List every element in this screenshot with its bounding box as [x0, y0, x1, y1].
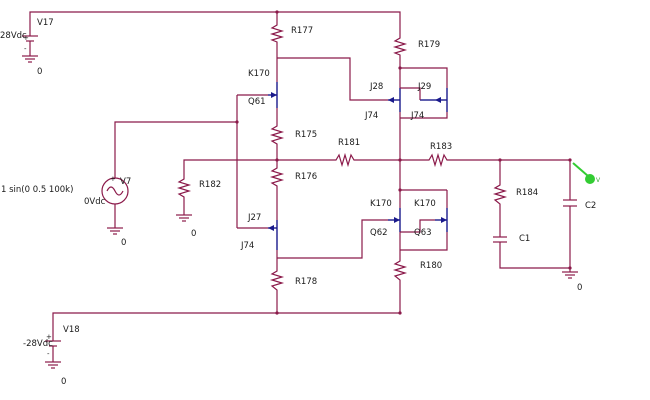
resistor-r177 — [269, 22, 285, 45]
label-j29-model: J74 — [410, 111, 424, 121]
resistor-r184 — [492, 182, 508, 208]
source-v17: + - — [22, 28, 38, 56]
wires — [29, 11, 571, 332]
svg-text:-: - — [47, 350, 50, 358]
label-gnd-v18: 0 — [61, 377, 66, 387]
transistor-q63 — [400, 208, 448, 233]
svg-text:+: + — [110, 175, 116, 183]
label-r182: R182 — [199, 180, 221, 190]
label-r176: R176 — [295, 172, 317, 182]
label-v7-name: V7 — [120, 177, 131, 187]
label-v7-spec: 1 sin(0 0.5 100k) — [1, 185, 73, 195]
ground-output — [562, 271, 578, 279]
source-v18: + - — [45, 332, 61, 362]
label-q61-ref: Q61 — [248, 97, 266, 107]
source-v7: + — [101, 172, 129, 205]
ground-v18 — [45, 361, 61, 369]
wire-negative-rail — [52, 285, 401, 332]
label-j27-model: J74 — [240, 241, 254, 251]
junctions — [235, 10, 572, 315]
transistor-q62 — [388, 208, 401, 232]
label-gnd-v7: 0 — [121, 238, 126, 248]
capacitor-c1 — [493, 232, 507, 248]
label-c2: C2 — [585, 201, 596, 211]
label-gnd-output: 0 — [577, 283, 582, 293]
label-j27-ref: J27 — [247, 213, 261, 223]
resistor-r181 — [332, 152, 360, 168]
label-r179: R179 — [418, 40, 440, 50]
resistor-r182 — [176, 176, 192, 200]
ground-r182 — [176, 214, 192, 222]
transistor-j27 — [268, 220, 278, 250]
svg-text:+: + — [23, 34, 29, 42]
ground-v7 — [107, 227, 123, 235]
resistor-r183 — [425, 152, 455, 168]
label-r183: R183 — [430, 142, 452, 152]
label-c1: C1 — [519, 234, 530, 244]
label-q63-ref: Q63 — [414, 228, 432, 238]
ground-v17 — [22, 55, 38, 63]
label-v18-value: -28Vdc — [23, 339, 53, 349]
capacitor-c2 — [563, 199, 577, 212]
label-r175: R175 — [295, 130, 317, 140]
svg-text:+: + — [46, 333, 52, 341]
resistor-r176 — [269, 165, 285, 190]
transistor-j28 — [388, 88, 401, 112]
label-r181: R181 — [338, 138, 360, 148]
resistor-r180 — [392, 258, 408, 285]
transistor-j29 — [400, 87, 448, 112]
label-q62-model: K170 — [370, 199, 392, 209]
resistor-r179 — [392, 35, 408, 58]
label-r184: R184 — [516, 188, 538, 198]
label-v18-name: V18 — [63, 325, 80, 335]
label-j28-model: J74 — [364, 111, 378, 121]
label-r180: R180 — [420, 261, 442, 271]
label-gnd-v17: 0 — [37, 67, 42, 77]
label-probe: V — [596, 177, 601, 184]
voltage-probe-icon — [572, 162, 595, 184]
resistor-r175 — [269, 123, 285, 148]
label-j29-ref: J29 — [417, 82, 431, 92]
label-q61-model: K170 — [248, 69, 270, 79]
label-v7-dc: 0Vdc — [84, 197, 106, 207]
transistor-q61 — [268, 82, 278, 108]
labels: V17 28Vdc 0 R177 R179 K170 Q61 J28 J29 J… — [0, 18, 601, 387]
label-v17-name: V17 — [37, 18, 54, 28]
label-gnd-r182: 0 — [191, 229, 196, 239]
svg-text:-: - — [24, 45, 27, 53]
label-j28-ref: J28 — [369, 82, 383, 92]
label-q62-ref: Q62 — [370, 228, 388, 238]
label-r178: R178 — [295, 277, 317, 287]
label-r177: R177 — [291, 26, 313, 36]
label-q63-model: K170 — [414, 199, 436, 209]
resistor-r178 — [269, 268, 285, 295]
label-v17-value: 28Vdc — [0, 31, 27, 41]
wire-positive-rail — [29, 11, 401, 35]
